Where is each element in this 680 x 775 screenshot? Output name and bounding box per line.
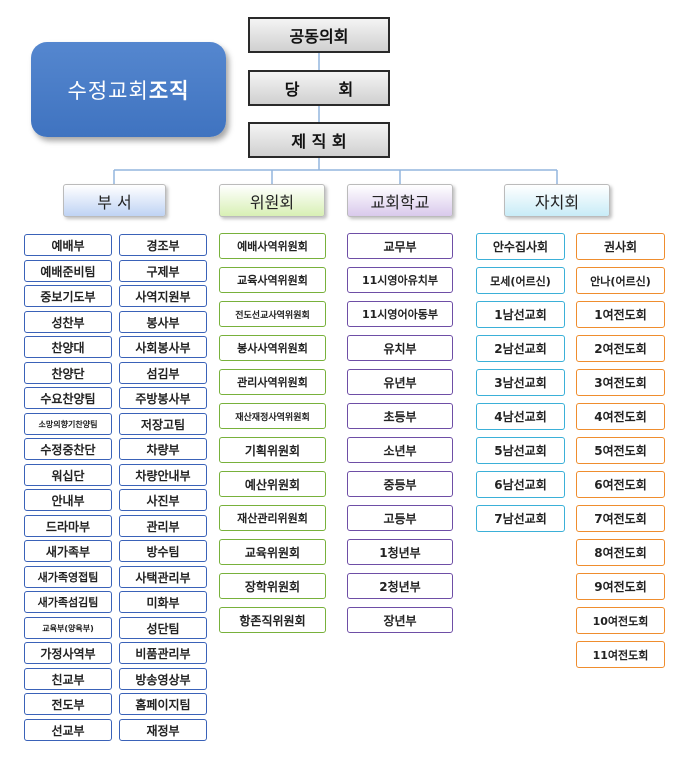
buseo-left-item: 찬양단	[24, 362, 112, 384]
jachi-left-item: 5남선교회	[476, 437, 565, 464]
buseo-left-item: 예배준비팀	[24, 260, 112, 282]
buseo-right-item: 재정부	[119, 719, 207, 741]
category-church-school: 교회학교	[347, 184, 453, 217]
wiwonhoe-item: 교육사역위원회	[219, 267, 326, 293]
buseo-right-item: 주방봉사부	[119, 387, 207, 409]
jachi-right-item: 11여전도회	[576, 641, 665, 668]
jachi-left-item: 4남선교회	[476, 403, 565, 430]
wiwonhoe-item: 교육위원회	[219, 539, 326, 565]
jachi-left-item: 안수집사회	[476, 233, 565, 260]
buseo-left-item: 성찬부	[24, 311, 112, 333]
buseo-right-item: 홈페이지팀	[119, 693, 207, 715]
jachi-left-item: 1남선교회	[476, 301, 565, 328]
buseo-right-item: 차량안내부	[119, 464, 207, 486]
school-item: 2청년부	[347, 573, 453, 599]
jachi-left-item: 3남선교회	[476, 369, 565, 396]
jachi-left-item: 모세(어르신)	[476, 267, 565, 294]
wiwonhoe-item: 장학위원회	[219, 573, 326, 599]
buseo-left-item: 전도부	[24, 693, 112, 715]
jachi-left-item: 7남선교회	[476, 505, 565, 532]
buseo-left-item: 수요찬양팀	[24, 387, 112, 409]
buseo-left-item: 새가족부	[24, 540, 112, 562]
school-item: 초등부	[347, 403, 453, 429]
box-gongdong-uihoe: 공동의회	[248, 17, 390, 53]
buseo-right-item: 차량부	[119, 438, 207, 460]
jachi-right-item: 8여전도회	[576, 539, 665, 566]
buseo-left-item: 안내부	[24, 489, 112, 511]
jachi-right-item: 5여전도회	[576, 437, 665, 464]
wiwonhoe-item: 항존직위원회	[219, 607, 326, 633]
buseo-right-item: 봉사부	[119, 311, 207, 333]
buseo-left-item: 찬양대	[24, 336, 112, 358]
jachi-right-item: 2여전도회	[576, 335, 665, 362]
buseo-right-item: 사진부	[119, 489, 207, 511]
school-item: 중등부	[347, 471, 453, 497]
jachi-right-item: 1여전도회	[576, 301, 665, 328]
school-item: 고등부	[347, 505, 453, 531]
school-item: 1청년부	[347, 539, 453, 565]
wiwonhoe-item: 재산재정사역위원회	[219, 403, 326, 429]
jachi-right-item: 10여전도회	[576, 607, 665, 634]
category-wiwonhoe: 위원회	[219, 184, 325, 217]
buseo-left-item: 드라마부	[24, 515, 112, 537]
school-item: 장년부	[347, 607, 453, 633]
jachi-right-item: 권사회	[576, 233, 665, 260]
box-dang-hoe: 당 회	[248, 70, 390, 106]
title-normal: 수정교회	[67, 78, 149, 103]
buseo-left-item: 교육부(양육부)	[24, 617, 112, 639]
buseo-right-item: 사회봉사부	[119, 336, 207, 358]
buseo-left-item: 친교부	[24, 668, 112, 690]
buseo-right-item: 사역지원부	[119, 285, 207, 307]
jachi-right-item: 7여전도회	[576, 505, 665, 532]
category-jachihoe: 자치회	[504, 184, 610, 217]
jachi-right-item: 안나(어르신)	[576, 267, 665, 294]
wiwonhoe-item: 예배사역위원회	[219, 233, 326, 259]
buseo-left-item: 중보기도부	[24, 285, 112, 307]
wiwonhoe-item: 기획위원회	[219, 437, 326, 463]
wiwonhoe-item: 예산위원회	[219, 471, 326, 497]
buseo-right-item: 방송영상부	[119, 668, 207, 690]
buseo-right-item: 사택관리부	[119, 566, 207, 588]
school-item: 11시영어아동부	[347, 301, 453, 327]
buseo-right-item: 섬김부	[119, 362, 207, 384]
buseo-right-item: 구제부	[119, 260, 207, 282]
jachi-right-item: 4여전도회	[576, 403, 665, 430]
jachi-right-item: 6여전도회	[576, 471, 665, 498]
jachi-left-item: 2남선교회	[476, 335, 565, 362]
buseo-left-item: 예배부	[24, 234, 112, 256]
school-item: 11시영아유치부	[347, 267, 453, 293]
jachi-right-item: 9여전도회	[576, 573, 665, 600]
buseo-right-item: 저장고팀	[119, 413, 207, 435]
jachi-right-item: 3여전도회	[576, 369, 665, 396]
wiwonhoe-item: 봉사사역위원회	[219, 335, 326, 361]
buseo-left-item: 새가족영접팀	[24, 566, 112, 588]
jachi-left-item: 6남선교회	[476, 471, 565, 498]
buseo-left-item: 워십단	[24, 464, 112, 486]
buseo-left-item: 새가족섬김팀	[24, 591, 112, 613]
buseo-right-item: 관리부	[119, 515, 207, 537]
buseo-right-item: 경조부	[119, 234, 207, 256]
title-bold: 조직	[148, 78, 190, 103]
wiwonhoe-item: 전도선교사역위원회	[219, 301, 326, 327]
buseo-right-item: 비품관리부	[119, 642, 207, 664]
buseo-left-item: 가정사역부	[24, 642, 112, 664]
box-jejik-hoe: 제 직 회	[248, 122, 390, 158]
school-item: 소년부	[347, 437, 453, 463]
wiwonhoe-item: 재산관리위원회	[219, 505, 326, 531]
wiwonhoe-item: 관리사역위원회	[219, 369, 326, 395]
buseo-right-item: 미화부	[119, 591, 207, 613]
buseo-right-item: 성단팀	[119, 617, 207, 639]
buseo-right-item: 방수팀	[119, 540, 207, 562]
buseo-left-item: 수정중찬단	[24, 438, 112, 460]
school-item: 교무부	[347, 233, 453, 259]
school-item: 유년부	[347, 369, 453, 395]
school-item: 유치부	[347, 335, 453, 361]
buseo-left-item: 선교부	[24, 719, 112, 741]
category-buseo: 부 서	[63, 184, 166, 217]
buseo-left-item: 소망의향기찬양팀	[24, 413, 112, 435]
